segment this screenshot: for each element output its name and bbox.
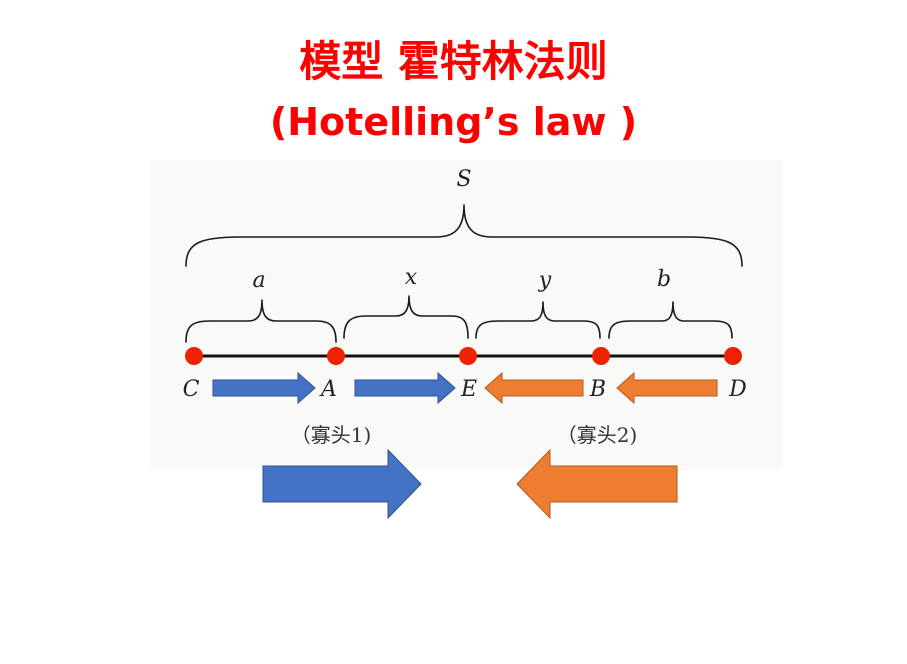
firm2-big-arrow [516,448,678,520]
segment-label-y: y [538,268,552,293]
firm1-caption: （寡头1) [291,423,372,447]
point-label-c: C [183,377,200,402]
segment-label-a: a [252,268,265,293]
point-label-b: B [589,377,606,402]
slide-title: 模型 霍特林法则 [299,37,608,86]
segment-brace-b [608,301,733,339]
segment-brace-x [343,295,469,339]
total-length-label: S [456,167,471,192]
firm2-caption: （寡头2) [557,423,638,447]
point-b [592,347,610,365]
firm1-move-arrow-1 [212,371,316,405]
point-e [459,347,477,365]
firm1-move-arrow-2 [354,371,456,405]
segment-label-x: x [405,265,418,290]
point-d [724,347,742,365]
point-label-e: E [460,377,477,402]
point-a [327,347,345,365]
segment-label-b: b [657,267,671,292]
point-label-d: D [728,377,747,402]
point-c [185,347,203,365]
segment-brace-y [475,301,601,339]
slide-subtitle: (Hotelling’s law ) [269,100,638,144]
point-label-a: A [319,377,337,402]
diagram-background [150,160,782,470]
total-brace [185,204,743,267]
segment-brace-a [185,299,337,343]
firm1-big-arrow [262,448,422,520]
firm2-move-arrow-2 [616,371,718,405]
firm2-move-arrow-1 [484,371,584,405]
